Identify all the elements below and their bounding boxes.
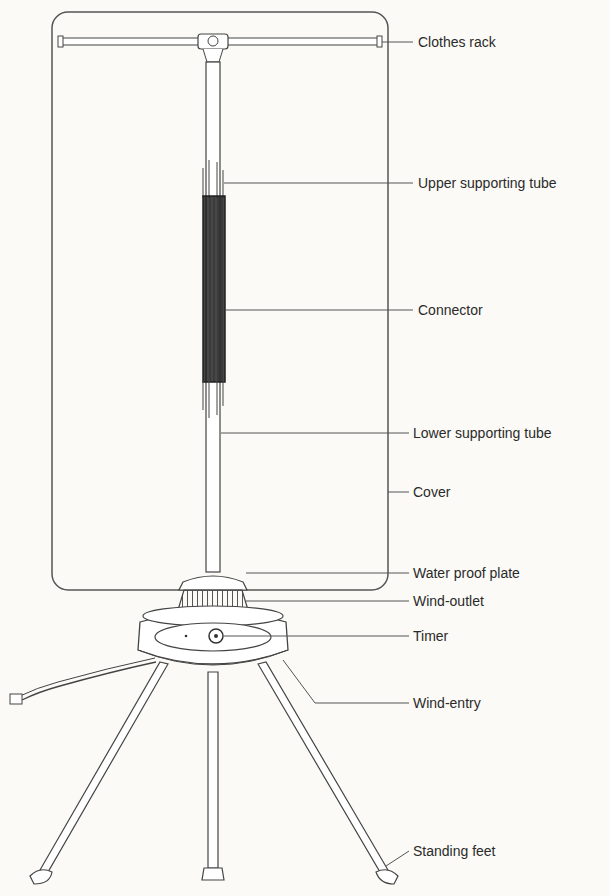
part-label: Standing feet [413, 843, 496, 859]
plug [10, 694, 22, 704]
power-cord [22, 662, 156, 700]
part-label: Clothes rack [418, 34, 496, 50]
part-label: Water proof plate [413, 565, 520, 581]
part-label: Upper supporting tube [418, 175, 557, 191]
leader-line [221, 42, 413, 866]
water-proof-plate [179, 576, 247, 590]
part-label: Lower supporting tube [413, 425, 552, 441]
cover-outline [52, 12, 388, 590]
clothes-rack [58, 34, 382, 62]
power-cord [20, 658, 155, 696]
part-label: Connector [418, 302, 483, 318]
part-label: Wind-outlet [413, 593, 484, 609]
part-label: Cover [413, 484, 450, 500]
part-label: Wind-entry [413, 695, 481, 711]
part-label: Timer [413, 628, 448, 644]
standing-feet [30, 662, 398, 884]
connector [203, 160, 225, 418]
